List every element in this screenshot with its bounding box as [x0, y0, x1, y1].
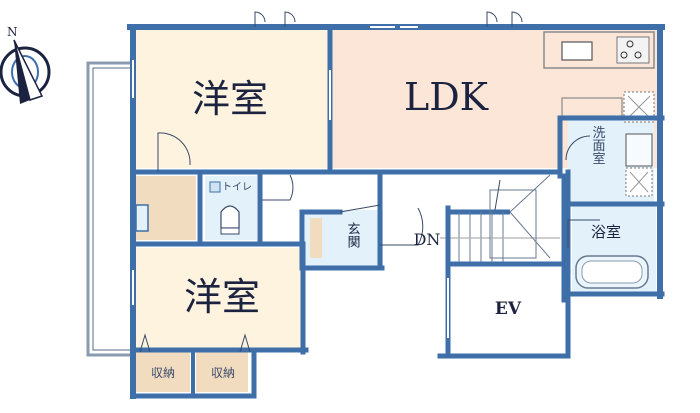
compass-north-label: N	[7, 25, 18, 39]
entrance-label: 玄関	[345, 222, 361, 249]
balcony	[86, 61, 134, 357]
kitchen-counter	[543, 31, 655, 123]
storage-1	[136, 352, 190, 392]
toilet-label: トイレ	[222, 182, 252, 193]
stairs-direction-label: DN	[414, 230, 441, 249]
staircase	[440, 174, 568, 262]
closet-window	[135, 204, 149, 232]
storage-2-label: 収納	[211, 366, 235, 380]
compass-icon	[0, 39, 51, 104]
ldk-label: LDK	[404, 75, 489, 119]
western-room-2-label: 洋室	[184, 275, 260, 319]
elevator-label: EV	[495, 299, 522, 319]
elevator	[452, 266, 566, 354]
washing-machine-icon	[625, 133, 653, 167]
washroom-label: 洗面室	[590, 126, 606, 165]
toilet-bowl-icon	[209, 181, 240, 235]
stove-icon	[616, 36, 650, 64]
sink-icon	[561, 41, 593, 61]
bathtub-icon	[575, 255, 649, 289]
western-room-2	[136, 248, 304, 348]
bathroom-label: 浴室	[591, 223, 621, 241]
storage-2	[196, 352, 248, 392]
doors	[139, 11, 600, 353]
windows	[132, 26, 449, 338]
western-room-1	[136, 30, 328, 168]
western-room-1-label: 洋室	[192, 77, 268, 121]
storage-1-label: 収納	[151, 366, 175, 380]
washroom-fixtures	[625, 133, 653, 197]
entrance-shoebox	[310, 218, 322, 258]
